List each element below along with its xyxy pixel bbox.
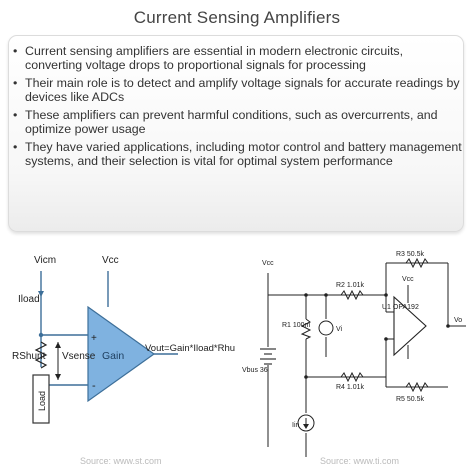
vicm-label: Vicm (34, 255, 56, 266)
r3-label: R3 50.5k (396, 251, 425, 258)
opa192-current-sense-schematic: Vcc Vcc R3 50.5k R2 1.01k R1 100m Vi U1 … (236, 247, 474, 469)
shunt-resistor-icon (34, 341, 48, 369)
summary-card (8, 35, 464, 232)
current-sense-amplifier-diagram: Vicm Vcc Iload RShunt Vsense + - Gain Vo… (0, 247, 243, 469)
right-source-credit: Source: www.ti.com (320, 456, 399, 466)
vcc-left-label: Vcc (262, 260, 274, 267)
bullet-text: They have varied applications, including… (25, 140, 462, 168)
bullet-item: • Their main role is to detect and ampli… (13, 76, 463, 104)
schematic-nodes (304, 293, 450, 379)
opamp-triangle (393, 295, 427, 357)
bullet-marker: • (13, 108, 18, 122)
vi-label: Vi (336, 326, 343, 333)
vbus-battery-icon (260, 348, 276, 365)
u1-label: U1 OPA192 (382, 304, 419, 311)
bullet-text: Current sensing amplifiers are essential… (25, 44, 404, 72)
bullet-text: These amplifiers can prevent harmful con… (25, 108, 438, 136)
bullet-text: Their main role is to detect and amplify… (25, 76, 460, 104)
r4-label: R4 1.01k (336, 384, 365, 391)
amplifier-triangle (87, 305, 156, 403)
vsense-label: Vsense (62, 351, 96, 362)
r2-label: R2 1.01k (336, 282, 365, 289)
r2-resistor-icon (340, 289, 364, 301)
bullet-list: • Current sensing amplifiers are essenti… (13, 44, 463, 172)
load-label: Load (37, 391, 47, 411)
page-title: Current Sensing Amplifiers (133, 8, 341, 27)
bullet-item: • They have varied applications, includi… (13, 140, 463, 168)
bullet-marker: • (13, 76, 18, 90)
bullet-item: • Current sensing amplifiers are essenti… (13, 44, 463, 72)
bullet-marker: • (13, 140, 18, 154)
bullet-item: • These amplifiers can prevent harmful c… (13, 108, 463, 136)
iin-label: Iin (292, 422, 300, 429)
voltmeter-icon (318, 320, 334, 336)
vcc-amp-label: Vcc (402, 276, 414, 283)
vbus-label: Vbus 36 (242, 367, 268, 374)
vout-label: Vout=Gain*Iload*Rhunt (145, 343, 235, 354)
vo-label: Vo (454, 317, 462, 324)
iload-label: Iload (18, 294, 40, 305)
amplifier-schematic-svg: Vicm Vcc Iload RShunt Vsense + - Gain Vo… (12, 255, 243, 466)
r1-resistor-icon (300, 318, 312, 340)
r1-label: R1 100m (282, 322, 311, 329)
plus-label: + (91, 333, 97, 344)
current-arrow-icon (38, 291, 44, 297)
rshunt-label: RShunt (12, 351, 46, 362)
minus-label: - (92, 380, 96, 392)
vcc-label: Vcc (102, 255, 119, 266)
bullet-marker: • (13, 44, 18, 58)
ti-schematic-svg: Vcc Vcc R3 50.5k R2 1.01k R1 100m Vi U1 … (242, 251, 466, 466)
gain-label: Gain (102, 350, 124, 362)
r3-resistor-icon (405, 257, 429, 269)
schematic-wires (267, 262, 466, 457)
r4-resistor-icon (340, 371, 364, 383)
left-source-credit: Source: www.st.com (80, 456, 162, 466)
r5-resistor-icon (405, 381, 429, 393)
r5-label: R5 50.5k (396, 396, 425, 403)
load-box (32, 374, 50, 424)
